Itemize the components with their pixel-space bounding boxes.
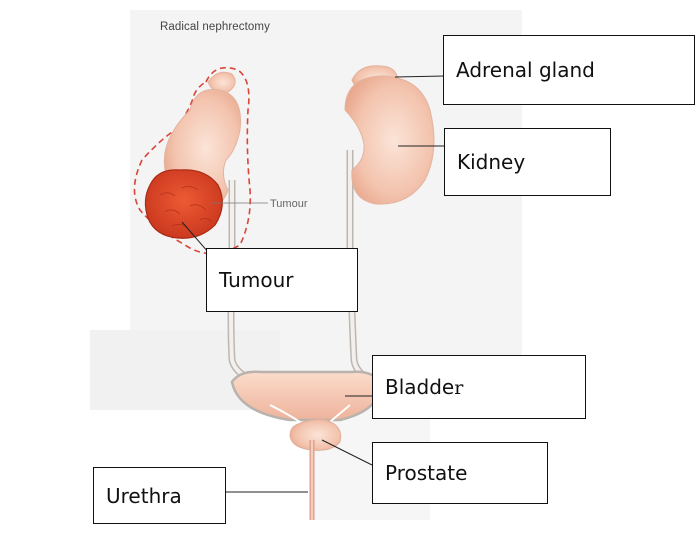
label-bladder-text-main: Bladde [385,375,454,399]
label-adrenal-gland-text: Adrenal gland [456,60,595,80]
label-tumour-text: Tumour [219,270,293,290]
label-prostate: Prostate [372,442,548,504]
figure-tumour-caption: Tumour [270,198,308,210]
label-prostate-text: Prostate [385,463,467,483]
label-kidney: Kidney [444,128,611,196]
label-bladder-text-tail: r [454,377,463,399]
figure-title: Radical nephrectomy [160,21,270,33]
label-tumour: Tumour [206,248,358,312]
tumour-mass [145,170,222,238]
label-bladder: Bladder [372,355,586,419]
label-adrenal-gland: Adrenal gland [443,35,695,105]
label-urethra-text: Urethra [106,486,182,506]
label-bladder-text: Bladder [385,377,463,398]
label-urethra: Urethra [93,467,226,524]
label-kidney-text: Kidney [457,152,525,172]
